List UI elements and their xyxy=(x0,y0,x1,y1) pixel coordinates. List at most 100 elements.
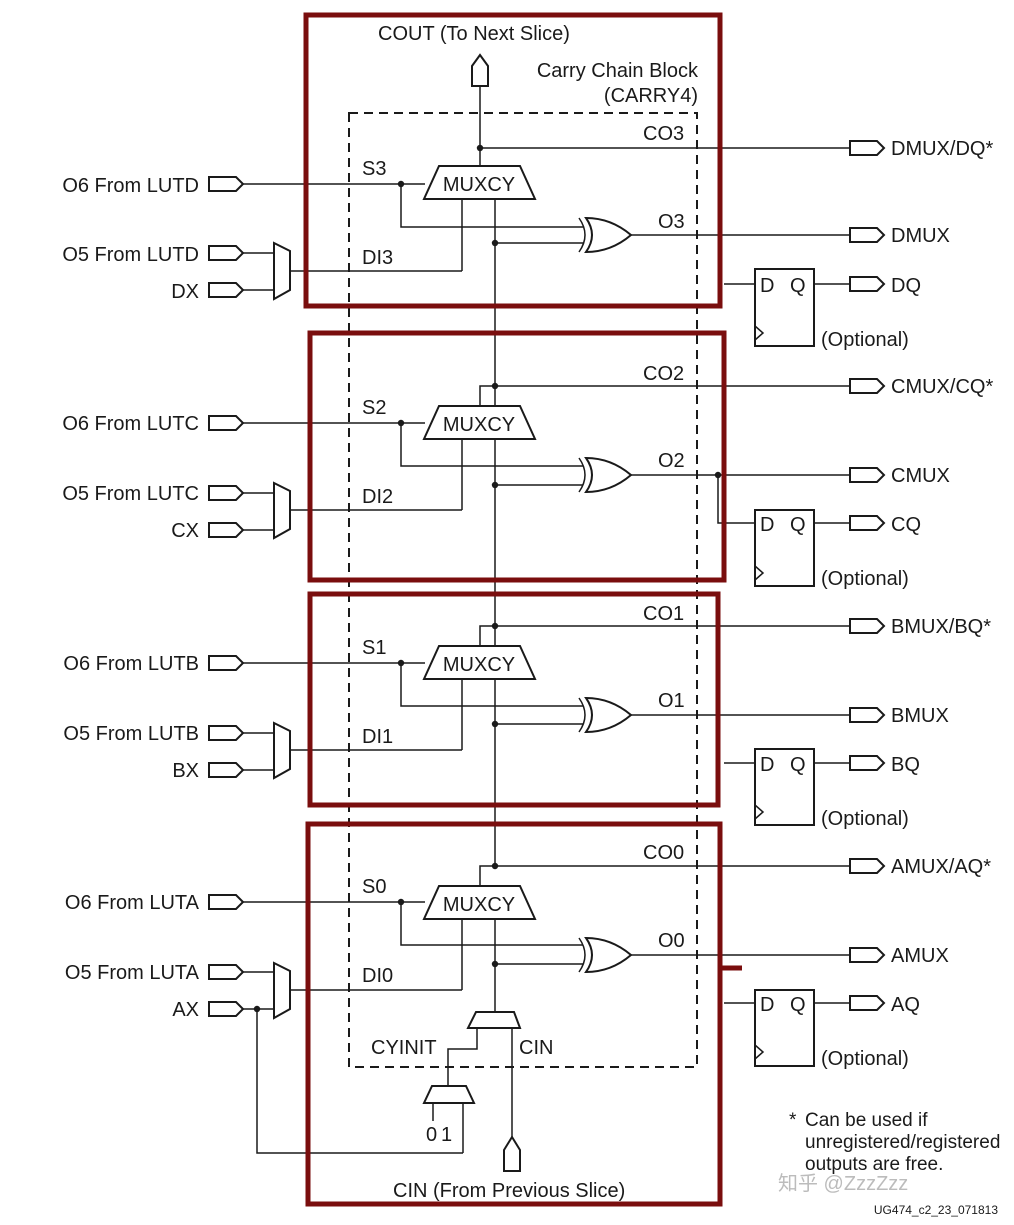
output-port-icon xyxy=(849,227,886,243)
muxcy-icon xyxy=(422,645,537,680)
cin-mux-label: CIN xyxy=(519,1037,553,1059)
flip-flop-icon xyxy=(754,268,815,347)
ff-q-label: Q xyxy=(790,754,806,776)
optional-label: (Optional) xyxy=(821,808,909,830)
co-output-label: DMUX/DQ* xyxy=(891,138,993,160)
o-output-label: DMUX xyxy=(891,225,950,247)
watermark: 知乎 @ZzzZzz xyxy=(778,1172,908,1195)
co-output-label: CMUX/CQ* xyxy=(891,376,993,398)
muxcy-icon xyxy=(422,885,537,920)
muxcy-icon xyxy=(422,165,537,200)
ff-q-label: Q xyxy=(790,275,806,297)
o5-input-label: O5 From LUTB xyxy=(63,723,199,745)
footnote-line-2: unregistered/registered xyxy=(805,1132,1000,1153)
s-label: S3 xyxy=(362,158,386,180)
carry4-boundary xyxy=(348,112,698,1068)
input-port-icon xyxy=(208,282,245,298)
input-port-icon xyxy=(208,415,245,431)
output-port-icon xyxy=(849,858,886,874)
cin-label: CIN (From Previous Slice) xyxy=(393,1180,625,1202)
x-input-label: DX xyxy=(171,281,199,303)
output-port-icon xyxy=(849,755,886,771)
s-label: S1 xyxy=(362,637,386,659)
x-input-label: AX xyxy=(172,999,199,1021)
ff-d-label: D xyxy=(760,994,774,1016)
input-port-icon xyxy=(208,762,245,778)
stage-d: O6 From LUTD S3 MUXCY CO3 DMUX/DQ* O3 DM… xyxy=(62,123,993,351)
di-label: DI0 xyxy=(362,965,393,987)
block-name-label: Carry Chain Block xyxy=(537,60,699,82)
o6-input-label: O6 From LUTD xyxy=(62,175,199,197)
o-label: O1 xyxy=(658,690,685,712)
xor-gate-icon xyxy=(584,936,633,974)
highlight-box-stage-c xyxy=(307,330,727,583)
o6-input-label: O6 From LUTC xyxy=(62,413,199,435)
x-input-label: BX xyxy=(172,760,199,782)
stage-c: O6 From LUTC S2 MUXCY CO2 CMUX/CQ* O2 CM… xyxy=(62,363,993,590)
stage-a: O6 From LUTA S0 MUXCY CO0 AMUX/AQ* O0 AM… xyxy=(65,842,991,1070)
di-mux-icon xyxy=(273,481,291,540)
highlight-box-stage-b xyxy=(307,591,721,808)
muxcy-icon xyxy=(422,405,537,440)
optional-label: (Optional) xyxy=(821,568,909,590)
o-label: O3 xyxy=(658,211,685,233)
output-port-icon xyxy=(849,707,886,723)
x-input-label: CX xyxy=(171,520,199,542)
muxcy-label: MUXCY xyxy=(443,414,515,436)
ff-d-label: D xyxy=(760,754,774,776)
footnote-star: * xyxy=(789,1110,797,1131)
s-label: S2 xyxy=(362,397,386,419)
input-port-icon xyxy=(208,176,245,192)
di-mux-icon xyxy=(273,721,291,780)
o5-input-label: O5 From LUTA xyxy=(65,962,200,984)
output-port-icon xyxy=(849,378,886,394)
cyinit-in1-label: 1 xyxy=(441,1124,452,1146)
muxcy-label: MUXCY xyxy=(443,174,515,196)
cout-label: COUT (To Next Slice) xyxy=(378,23,570,45)
ff-q-label: Q xyxy=(790,514,806,536)
o6-input-label: O6 From LUTA xyxy=(65,892,200,914)
input-port-icon xyxy=(208,485,245,501)
cin-arrow-icon xyxy=(503,1135,521,1172)
q-output-label: DQ xyxy=(891,275,921,297)
optional-label: (Optional) xyxy=(821,329,909,351)
s-label: S0 xyxy=(362,876,386,898)
o-output-label: AMUX xyxy=(891,945,949,967)
output-port-icon xyxy=(849,276,886,292)
o-output-label: CMUX xyxy=(891,465,950,487)
co-label: CO1 xyxy=(643,603,684,625)
input-port-icon xyxy=(208,964,245,980)
block-id-label: (CARRY4) xyxy=(604,85,698,107)
ff-d-label: D xyxy=(760,514,774,536)
cyinit-mux-icon xyxy=(422,1085,476,1104)
optional-label: (Optional) xyxy=(821,1048,909,1070)
o6-input-label: O6 From LUTB xyxy=(63,653,199,675)
cin-mux-icon xyxy=(466,1011,522,1029)
output-port-icon xyxy=(849,947,886,963)
footnote-line-1: Can be used if xyxy=(805,1110,928,1131)
stage-b: O6 From LUTB S1 MUXCY CO1 BMUX/BQ* O1 BM… xyxy=(63,603,991,830)
flip-flop-icon xyxy=(754,509,815,587)
di-mux-icon xyxy=(273,241,291,301)
highlight-box-stage-a xyxy=(305,821,723,1207)
input-port-icon xyxy=(208,522,245,538)
o-label: O2 xyxy=(658,450,685,472)
xor-gate-icon xyxy=(584,696,633,734)
input-port-icon xyxy=(208,655,245,671)
di-label: DI1 xyxy=(362,726,393,748)
q-output-label: AQ xyxy=(891,994,920,1016)
figure-id-label: UG474_c2_23_071813 xyxy=(874,1203,998,1217)
co-output-label: AMUX/AQ* xyxy=(891,856,991,878)
output-port-icon xyxy=(849,995,886,1011)
output-port-icon xyxy=(849,618,886,634)
footnote: * Can be used if unregistered/registered… xyxy=(789,1110,1000,1175)
ff-q-label: Q xyxy=(790,994,806,1016)
footnote-line-3: outputs are free. xyxy=(805,1154,943,1175)
di-label: DI3 xyxy=(362,247,393,269)
co-label: CO2 xyxy=(643,363,684,385)
co-label: CO3 xyxy=(643,123,684,145)
di-label: DI2 xyxy=(362,486,393,508)
ff-d-label: D xyxy=(760,275,774,297)
muxcy-label: MUXCY xyxy=(443,894,515,916)
input-port-icon xyxy=(208,894,245,910)
